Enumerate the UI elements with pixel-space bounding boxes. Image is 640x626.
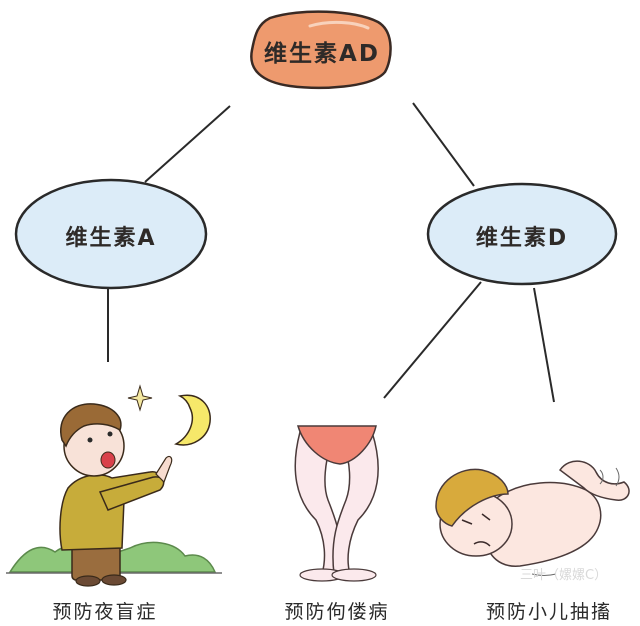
boy-eye-left (87, 437, 93, 443)
boy-shoe-right (101, 574, 127, 586)
root-node (250, 10, 392, 90)
baby-leg (558, 460, 630, 501)
line-vitamin-d-to-rickets (383, 281, 482, 399)
line-root-to-vitamin-a (144, 105, 231, 183)
bowed-legs-illustration (294, 425, 379, 582)
boy-hair (60, 403, 122, 448)
baby-eye-right (481, 513, 491, 521)
root-node-highlight (308, 20, 370, 30)
motion-lines (531, 467, 620, 576)
baby-eye-left (461, 519, 473, 525)
baby-body (485, 481, 602, 567)
star-icon (127, 384, 153, 412)
line-vitamin-d-to-convulsion (533, 287, 555, 403)
root-node-shape (250, 10, 392, 90)
boy-hand (155, 455, 173, 484)
night-blindness-boy-illustration (6, 384, 222, 587)
baby-mouth (473, 541, 491, 547)
boy-shoe-left (75, 575, 101, 587)
line-root-to-vitamin-d (412, 102, 475, 187)
convulsing-baby-illustration (435, 460, 630, 576)
caption-night-blindness: 预防夜盲症 (52, 601, 158, 623)
boy-eye-right (107, 431, 113, 437)
foot-right (331, 568, 377, 582)
crescent-moon-icon (174, 394, 211, 446)
vitamin-a-label: 维生素A (65, 226, 157, 251)
underwear (296, 425, 377, 465)
root-node-label: 维生素AD (264, 41, 380, 67)
connector-lines (107, 102, 555, 403)
vitamin-a-node (14, 178, 208, 290)
caption-infant-convulsion: 预防小儿抽搐 (485, 601, 612, 623)
baby-hat (435, 468, 509, 527)
caption-rickets: 预防佝偻病 (284, 601, 390, 623)
vitamin-d-label: 维生素D (475, 226, 569, 251)
boy-mouth (100, 451, 116, 469)
watermark: 三叶（嫘嫘C） (520, 568, 608, 583)
vitamin-d-node (426, 182, 618, 286)
